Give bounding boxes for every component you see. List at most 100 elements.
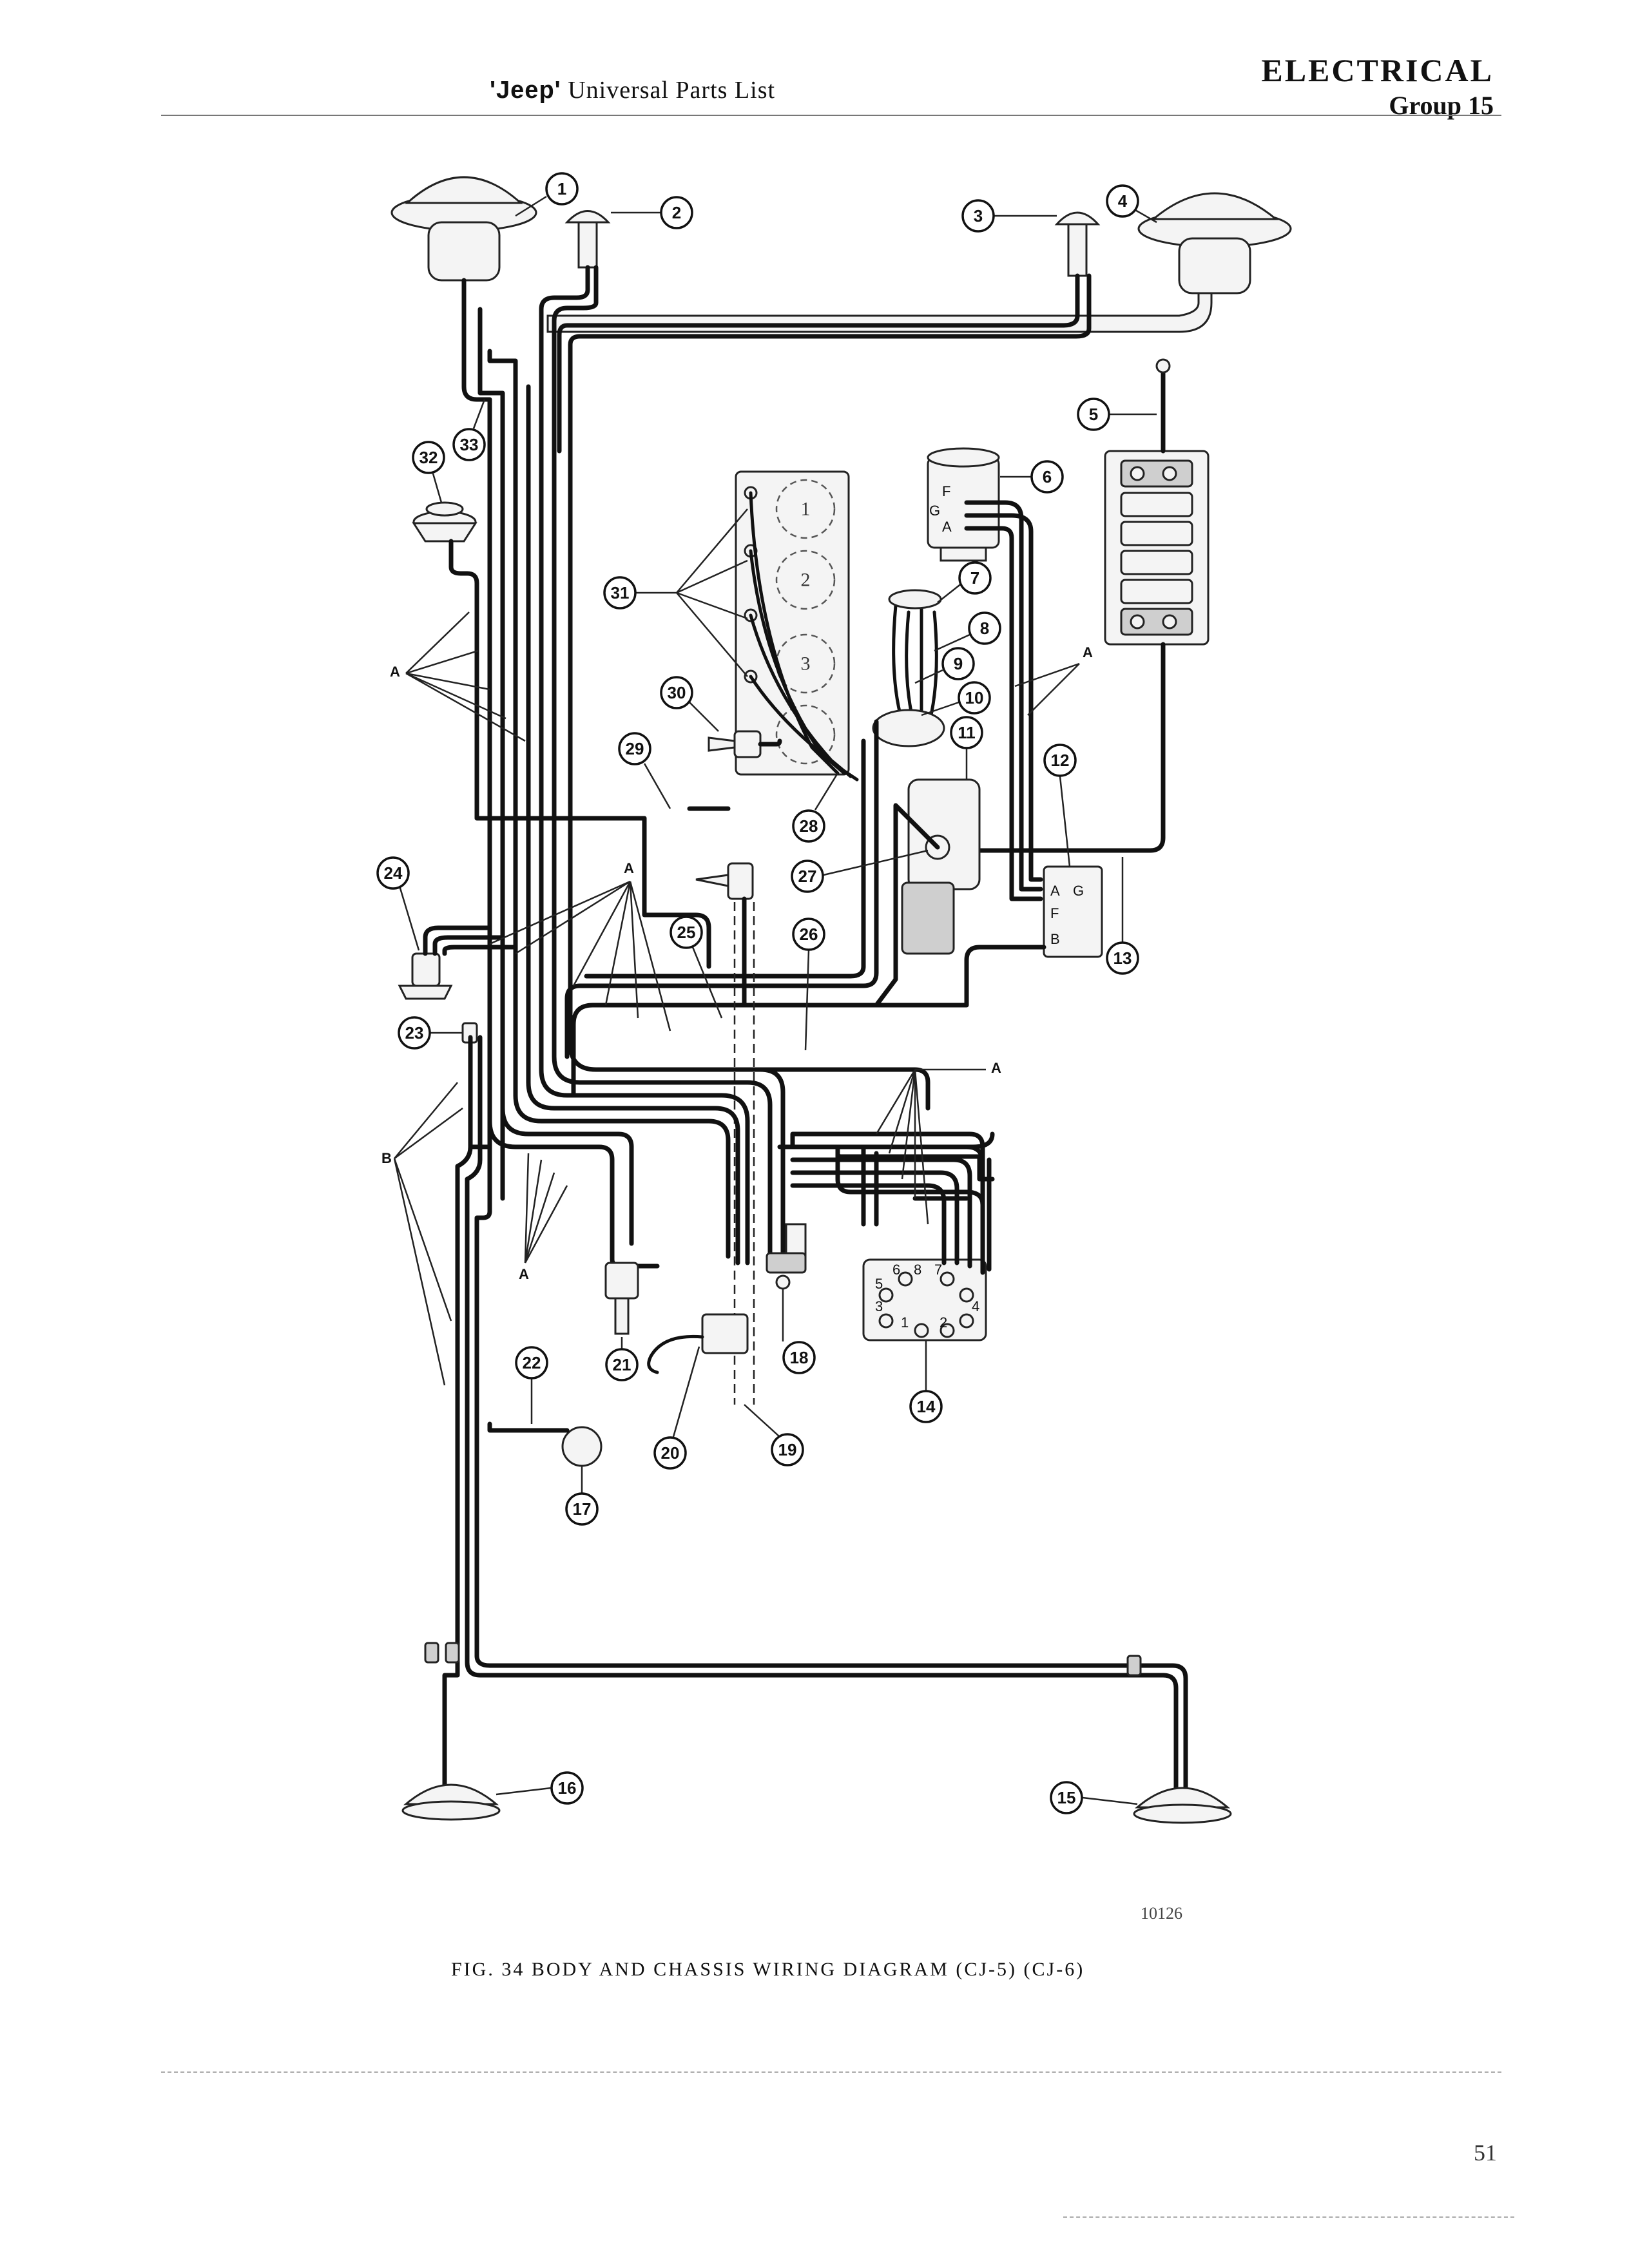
cylinder-2-label: 2 [801, 570, 811, 591]
callout-25-number: 25 [677, 923, 696, 942]
callout-23: 23 [398, 1016, 463, 1050]
stop-light-switch [604, 1262, 639, 1335]
switch-terminal-3: 3 [875, 1298, 883, 1314]
header-rule [161, 115, 1501, 116]
harness-b-text: B [381, 1150, 392, 1166]
callout-4-number: 4 [1118, 191, 1128, 211]
fuel-tank-unit [487, 1421, 602, 1467]
callout-17: 17 [565, 1466, 599, 1526]
harness-a-text: A [390, 664, 400, 680]
callout-22: 22 [515, 1346, 548, 1424]
callout-23-number: 23 [405, 1023, 424, 1043]
dimmer-switch [398, 952, 453, 1000]
callout-13-number: 13 [1113, 948, 1132, 968]
callout-33-number: 33 [460, 435, 479, 454]
callout-19-number: 19 [778, 1440, 797, 1459]
header-title: Universal Parts List [568, 77, 776, 104]
callout-30-number: 30 [668, 683, 686, 702]
callout-29-number: 29 [626, 739, 644, 758]
light-switch [766, 1223, 807, 1290]
callout-8-number: 8 [980, 619, 989, 638]
reg-terminal-a: A [1050, 883, 1060, 899]
harness-a-label-lower-right: A [875, 1060, 1001, 1225]
callout-4: 4 [1106, 184, 1157, 224]
generator: F G A [927, 447, 1000, 562]
callout-33: 33 [452, 399, 486, 461]
callout-9-number: 9 [954, 654, 963, 673]
footer-rule [161, 2071, 1501, 2073]
callout-14-number: 14 [917, 1397, 936, 1416]
reg-terminal-g: G [1073, 883, 1084, 899]
callout-29: 29 [618, 732, 671, 809]
callout-8: 8 [934, 611, 1001, 652]
callout-24: 24 [376, 856, 420, 951]
temperature-sender [708, 730, 762, 758]
callout-21-number: 21 [613, 1355, 631, 1374]
callout-28-number: 28 [800, 816, 818, 836]
callout-13: 13 [1106, 857, 1139, 975]
switch-terminal-4: 4 [972, 1298, 979, 1314]
harness-a-text: A [991, 1060, 1001, 1076]
ignition-switch [647, 1313, 749, 1374]
brand-name: 'Jeep' [490, 77, 561, 104]
switch-terminal-8: 8 [914, 1262, 921, 1278]
callout-20-number: 20 [661, 1443, 680, 1463]
callout-32-number: 32 [419, 448, 438, 467]
reg-terminal-b: B [1050, 931, 1060, 947]
callout-16: 16 [496, 1771, 584, 1805]
callout-27: 27 [791, 849, 929, 893]
harness-a-label-left-upper: A [390, 611, 526, 742]
callout-16-number: 16 [558, 1778, 577, 1798]
callout-18-number: 18 [790, 1348, 809, 1367]
callout-26: 26 [792, 918, 825, 1051]
callout-21: 21 [605, 1337, 639, 1381]
callout-12-number: 12 [1051, 751, 1070, 770]
footer-rule-lower [1063, 2216, 1514, 2218]
switch-terminal-1: 1 [901, 1314, 909, 1331]
fuse-block [1104, 450, 1210, 646]
callout-3: 3 [961, 199, 1057, 233]
callout-17-number: 17 [573, 1499, 592, 1519]
callout-31-number: 31 [611, 583, 630, 602]
harness-a-label-lower-left: A [519, 1153, 568, 1282]
callout-32: 32 [412, 441, 445, 503]
callout-11-number: 11 [958, 723, 976, 742]
figure-caption: FIG. 34 BODY AND CHASSIS WIRING DIAGRAM … [451, 1959, 1085, 1980]
callout-19: 19 [744, 1404, 804, 1466]
gen-terminal-f: F [942, 483, 950, 499]
callout-25: 25 [670, 916, 723, 1019]
voltage-regulator: A G F B [1043, 865, 1103, 958]
callout-2: 2 [611, 196, 693, 229]
callout-20: 20 [653, 1346, 700, 1470]
oil-pressure-sender [695, 862, 754, 900]
callout-26-number: 26 [800, 925, 818, 944]
callout-15: 15 [1050, 1781, 1138, 1814]
section-title: ELECTRICAL [1261, 52, 1494, 88]
callout-28: 28 [792, 773, 839, 843]
callout-12: 12 [1043, 744, 1077, 867]
gen-terminal-a: A [942, 519, 952, 535]
callout-10: 10 [921, 681, 991, 716]
callout-24-number: 24 [384, 863, 403, 883]
harness-a-label-center: A [489, 860, 671, 1032]
switch-terminal-7: 7 [934, 1262, 942, 1278]
callout-5: 5 [1077, 398, 1157, 431]
left-parking-lamp [564, 210, 611, 269]
callout-6: 6 [1000, 460, 1064, 494]
left-tail-lamp [401, 1783, 501, 1821]
main-light-switch: 1 2 3 4 5 6 7 8 [862, 1258, 987, 1341]
callout-31: 31 [603, 508, 748, 677]
callout-9: 9 [914, 647, 975, 684]
harness-a-text: A [519, 1266, 529, 1282]
callout-30: 30 [660, 676, 719, 732]
harness-a-text: A [1083, 644, 1093, 660]
right-tail-lamp [1133, 1787, 1232, 1824]
callout-3-number: 3 [974, 206, 983, 226]
page-number: 51 [1474, 2140, 1497, 2166]
figure-code: 10126 [1141, 1904, 1182, 1923]
starter-motor [901, 778, 981, 955]
harness-b-label: B [381, 1082, 463, 1386]
left-headlamp [390, 176, 537, 318]
callout-6-number: 6 [1043, 467, 1052, 486]
gen-terminal-g: G [929, 503, 940, 519]
